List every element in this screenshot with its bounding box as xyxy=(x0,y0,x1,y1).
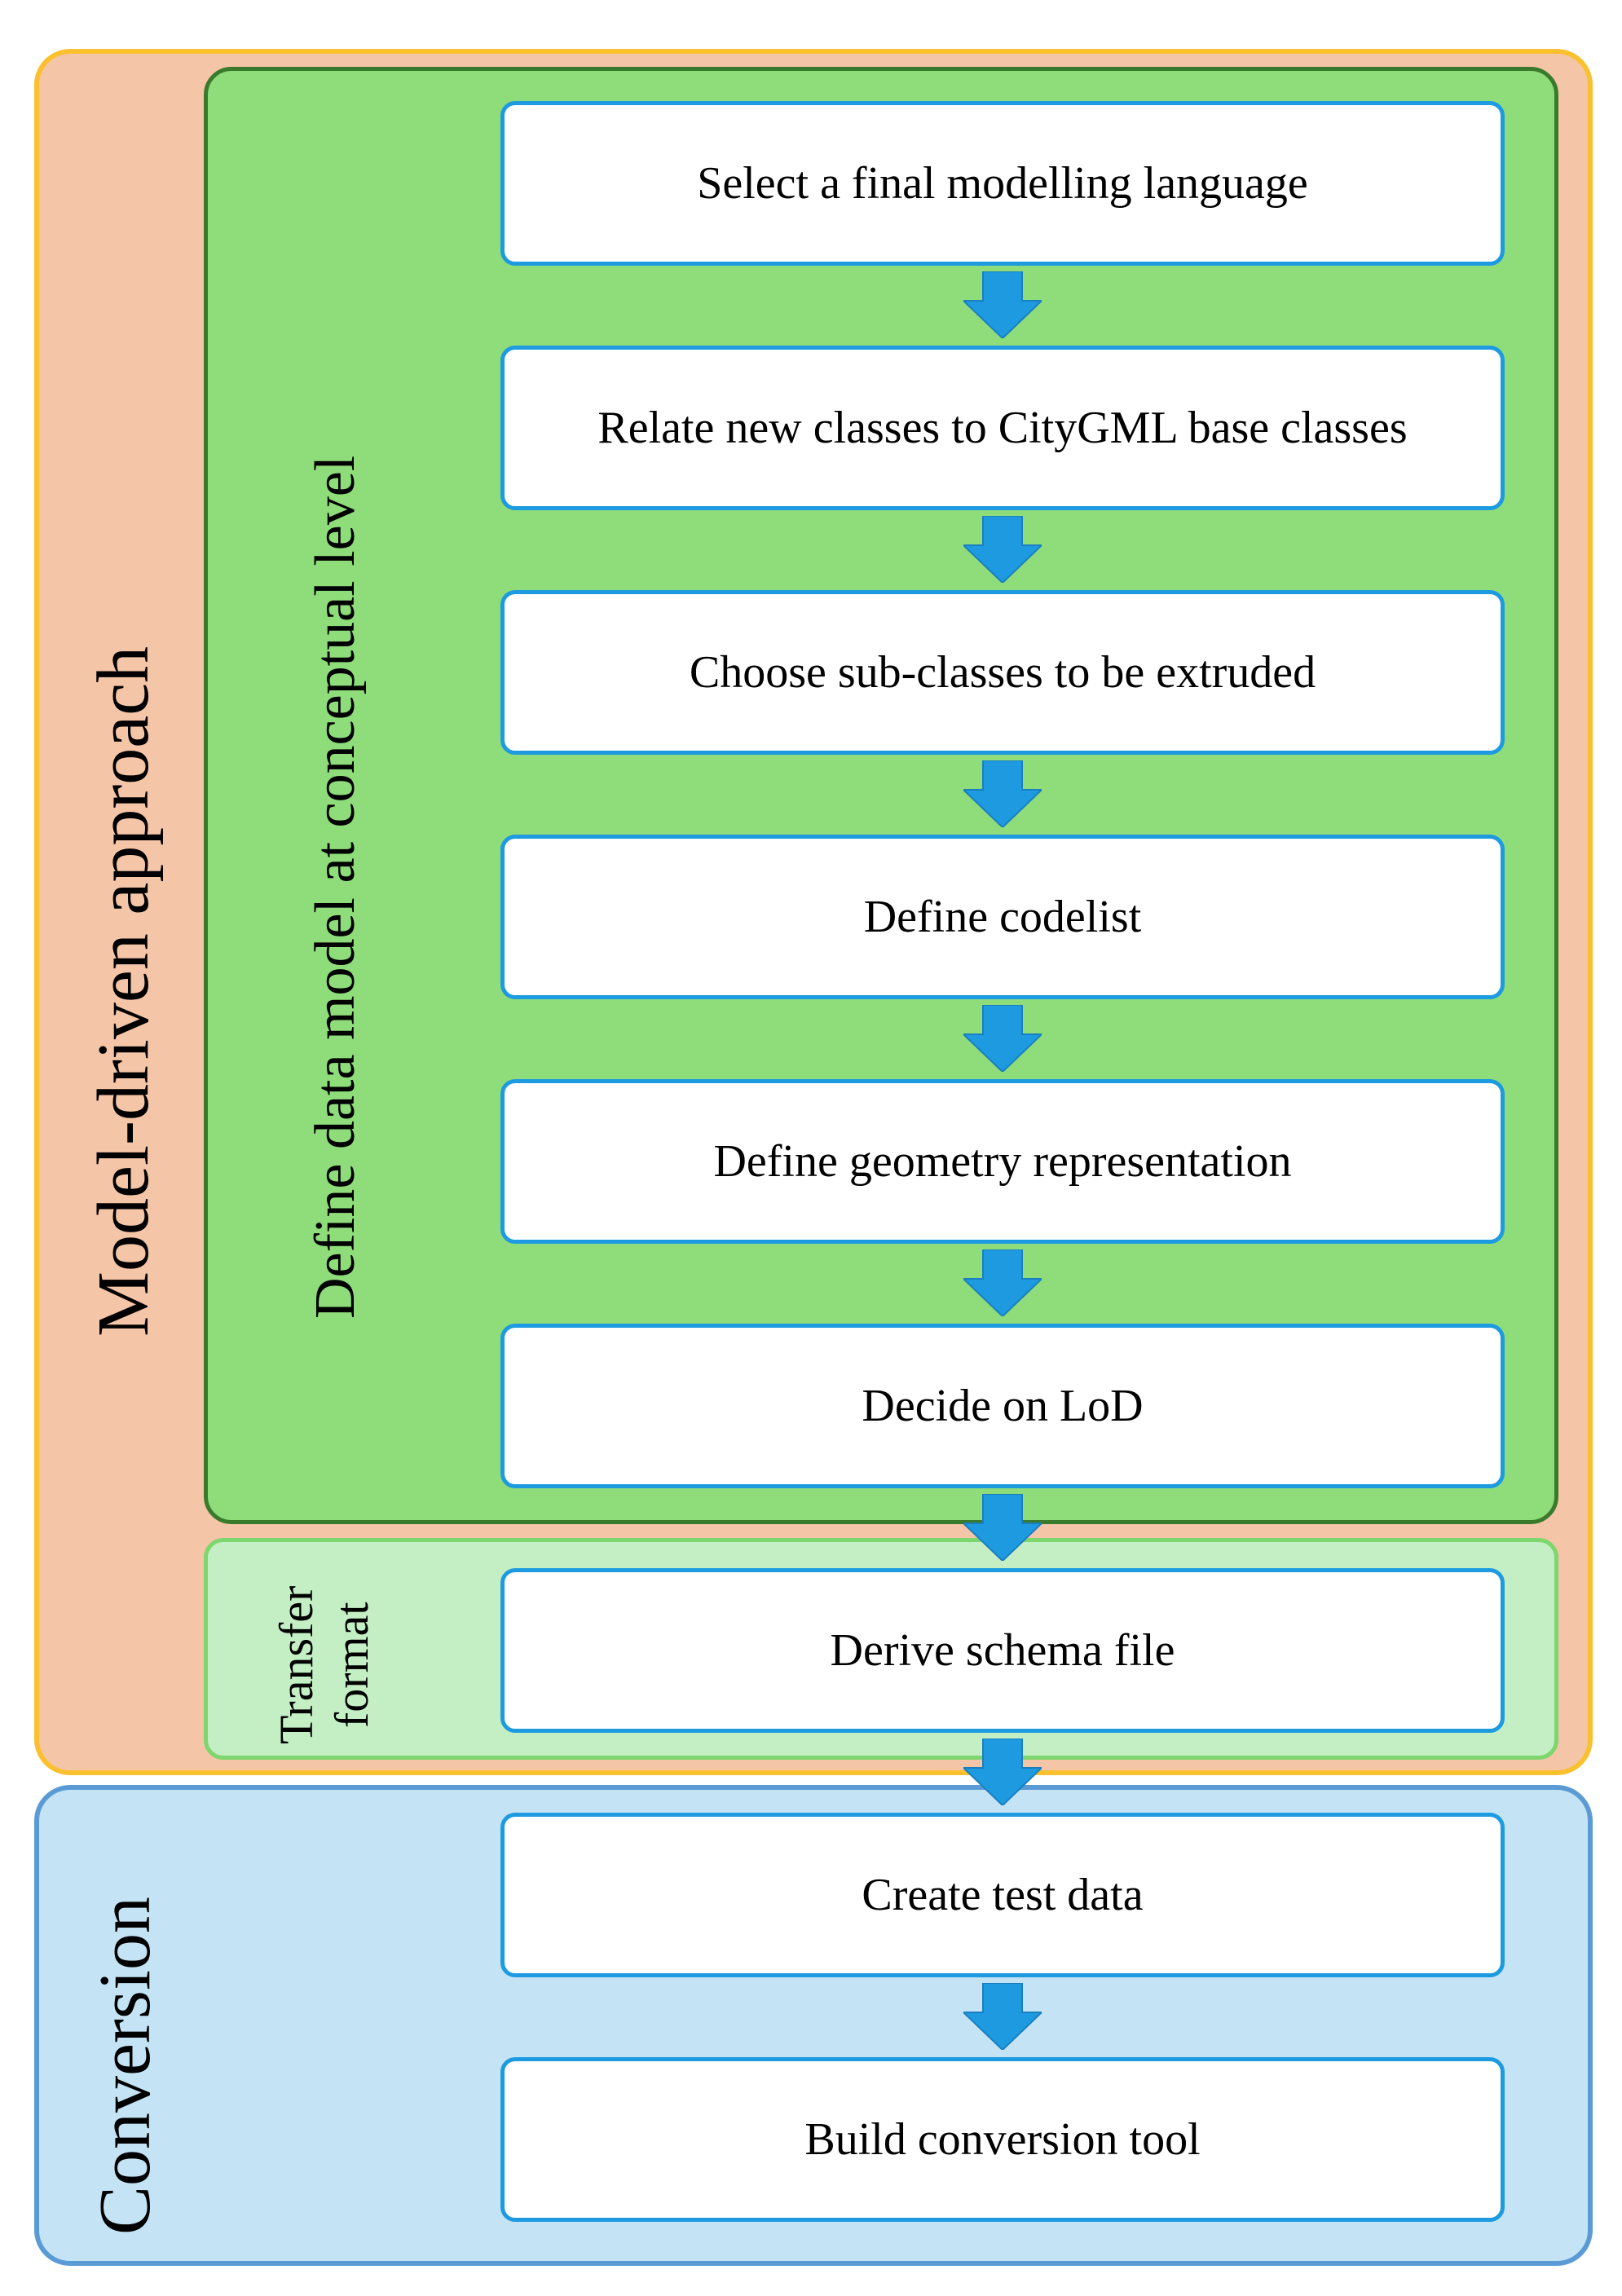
conceptual-level-region xyxy=(204,67,1558,1524)
conversion-label: Conversion xyxy=(85,1897,165,2235)
model-driven-approach-label: Model-driven approach xyxy=(83,646,164,1337)
step-build-conversion-tool: Build conversion tool xyxy=(500,2057,1505,2222)
down-arrow-icon xyxy=(963,1249,1042,1316)
step-create-test-data: Create test data xyxy=(500,1813,1505,1977)
down-arrow-icon xyxy=(963,760,1042,827)
down-arrow-icon xyxy=(963,271,1042,338)
step-define-codelist: Define codelist xyxy=(500,835,1505,999)
conceptual-level-label: Define data model at conceptual level xyxy=(304,455,367,1319)
step-define-geometry-representation: Define geometry representation xyxy=(500,1079,1505,1244)
down-arrow-icon xyxy=(963,1005,1042,1072)
down-arrow-icon xyxy=(963,1494,1042,1561)
transfer-format-label: Transfer format xyxy=(270,1585,378,1744)
step-choose-sub-classes: Choose sub-classes to be extruded xyxy=(500,590,1505,755)
down-arrow-icon xyxy=(963,1739,1042,1805)
step-derive-schema-file: Derive schema file xyxy=(500,1568,1505,1733)
step-relate-new-classes: Relate new classes to CityGML base class… xyxy=(500,346,1505,510)
step-select-modelling-language: Select a final modelling language xyxy=(500,101,1505,266)
down-arrow-icon xyxy=(963,516,1042,583)
step-decide-on-lod: Decide on LoD xyxy=(500,1324,1505,1488)
down-arrow-icon xyxy=(963,1983,1042,2050)
